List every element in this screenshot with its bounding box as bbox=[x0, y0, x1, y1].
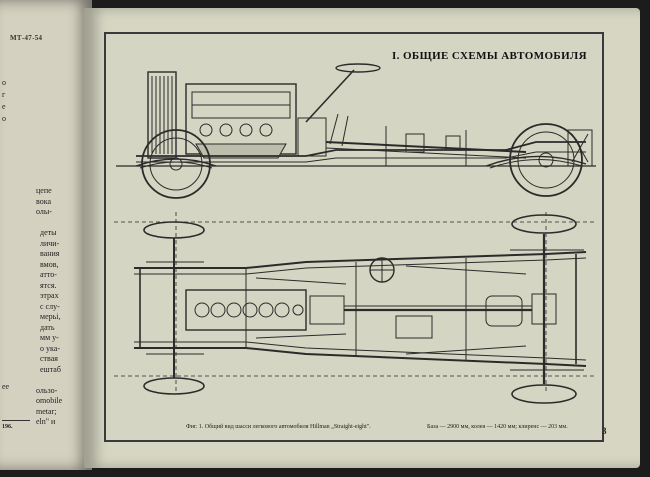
left-page-mark: е bbox=[2, 102, 6, 111]
left-page-line: omobile bbox=[36, 396, 63, 405]
left-page-line: вания bbox=[40, 249, 60, 258]
left-page-mark: о bbox=[2, 114, 6, 123]
left-page-footnote-rule bbox=[2, 420, 30, 421]
left-page-line: ользо- bbox=[36, 385, 58, 395]
plate-frame: I. ОБЩИЕ СХЕМЫ АВТОМОБИЛЯ bbox=[104, 32, 604, 442]
page-number: 3 bbox=[602, 426, 607, 436]
left-page-line: ятся. bbox=[40, 280, 57, 290]
left-page-line: олы- bbox=[36, 207, 52, 216]
left-page-line: metar; bbox=[36, 406, 57, 416]
left-page-mark: г bbox=[2, 90, 6, 99]
left-page-line: личи- bbox=[40, 238, 60, 248]
left-page-line: о ука- bbox=[40, 343, 60, 353]
figure-caption: Фиг. 1. Общий вид шасси легкового автомо… bbox=[186, 424, 371, 430]
left-page-line: вмов, bbox=[40, 259, 59, 269]
left-page-mark: ee bbox=[2, 382, 10, 391]
left-page-line: eln" и bbox=[36, 417, 56, 426]
chassis-dimensions: База — 2900 мм, колея — 1420 мм; клиренс… bbox=[427, 424, 568, 430]
right-page: I. ОБЩИЕ СХЕМЫ АВТОМОБИЛЯ bbox=[84, 8, 640, 468]
left-page-line: этрах bbox=[40, 291, 59, 300]
side-view-drawing bbox=[116, 63, 596, 199]
left-page-code: МТ-47-54 bbox=[10, 34, 43, 42]
left-page-line: ствая bbox=[40, 354, 58, 363]
left-page-line: деты bbox=[40, 228, 57, 237]
left-page-line: мм у- bbox=[40, 333, 59, 342]
left-page-line: мерьі, bbox=[40, 312, 61, 321]
left-page-line: с слу- bbox=[40, 301, 60, 311]
left-page-line: ештаб bbox=[40, 364, 61, 374]
left-page-mark: о bbox=[2, 78, 6, 87]
left-page-footer: 196. bbox=[2, 424, 13, 430]
section-title: I. ОБЩИЕ СХЕМЫ АВТОМОБИЛЯ bbox=[392, 50, 587, 62]
chassis-drawing bbox=[114, 63, 596, 404]
left-page-line: атто- bbox=[40, 270, 57, 279]
left-page-line: дать bbox=[40, 322, 55, 332]
plan-view-drawing bbox=[114, 212, 596, 404]
left-page-line: цепе bbox=[36, 186, 52, 195]
left-page-line: вока bbox=[36, 196, 52, 206]
